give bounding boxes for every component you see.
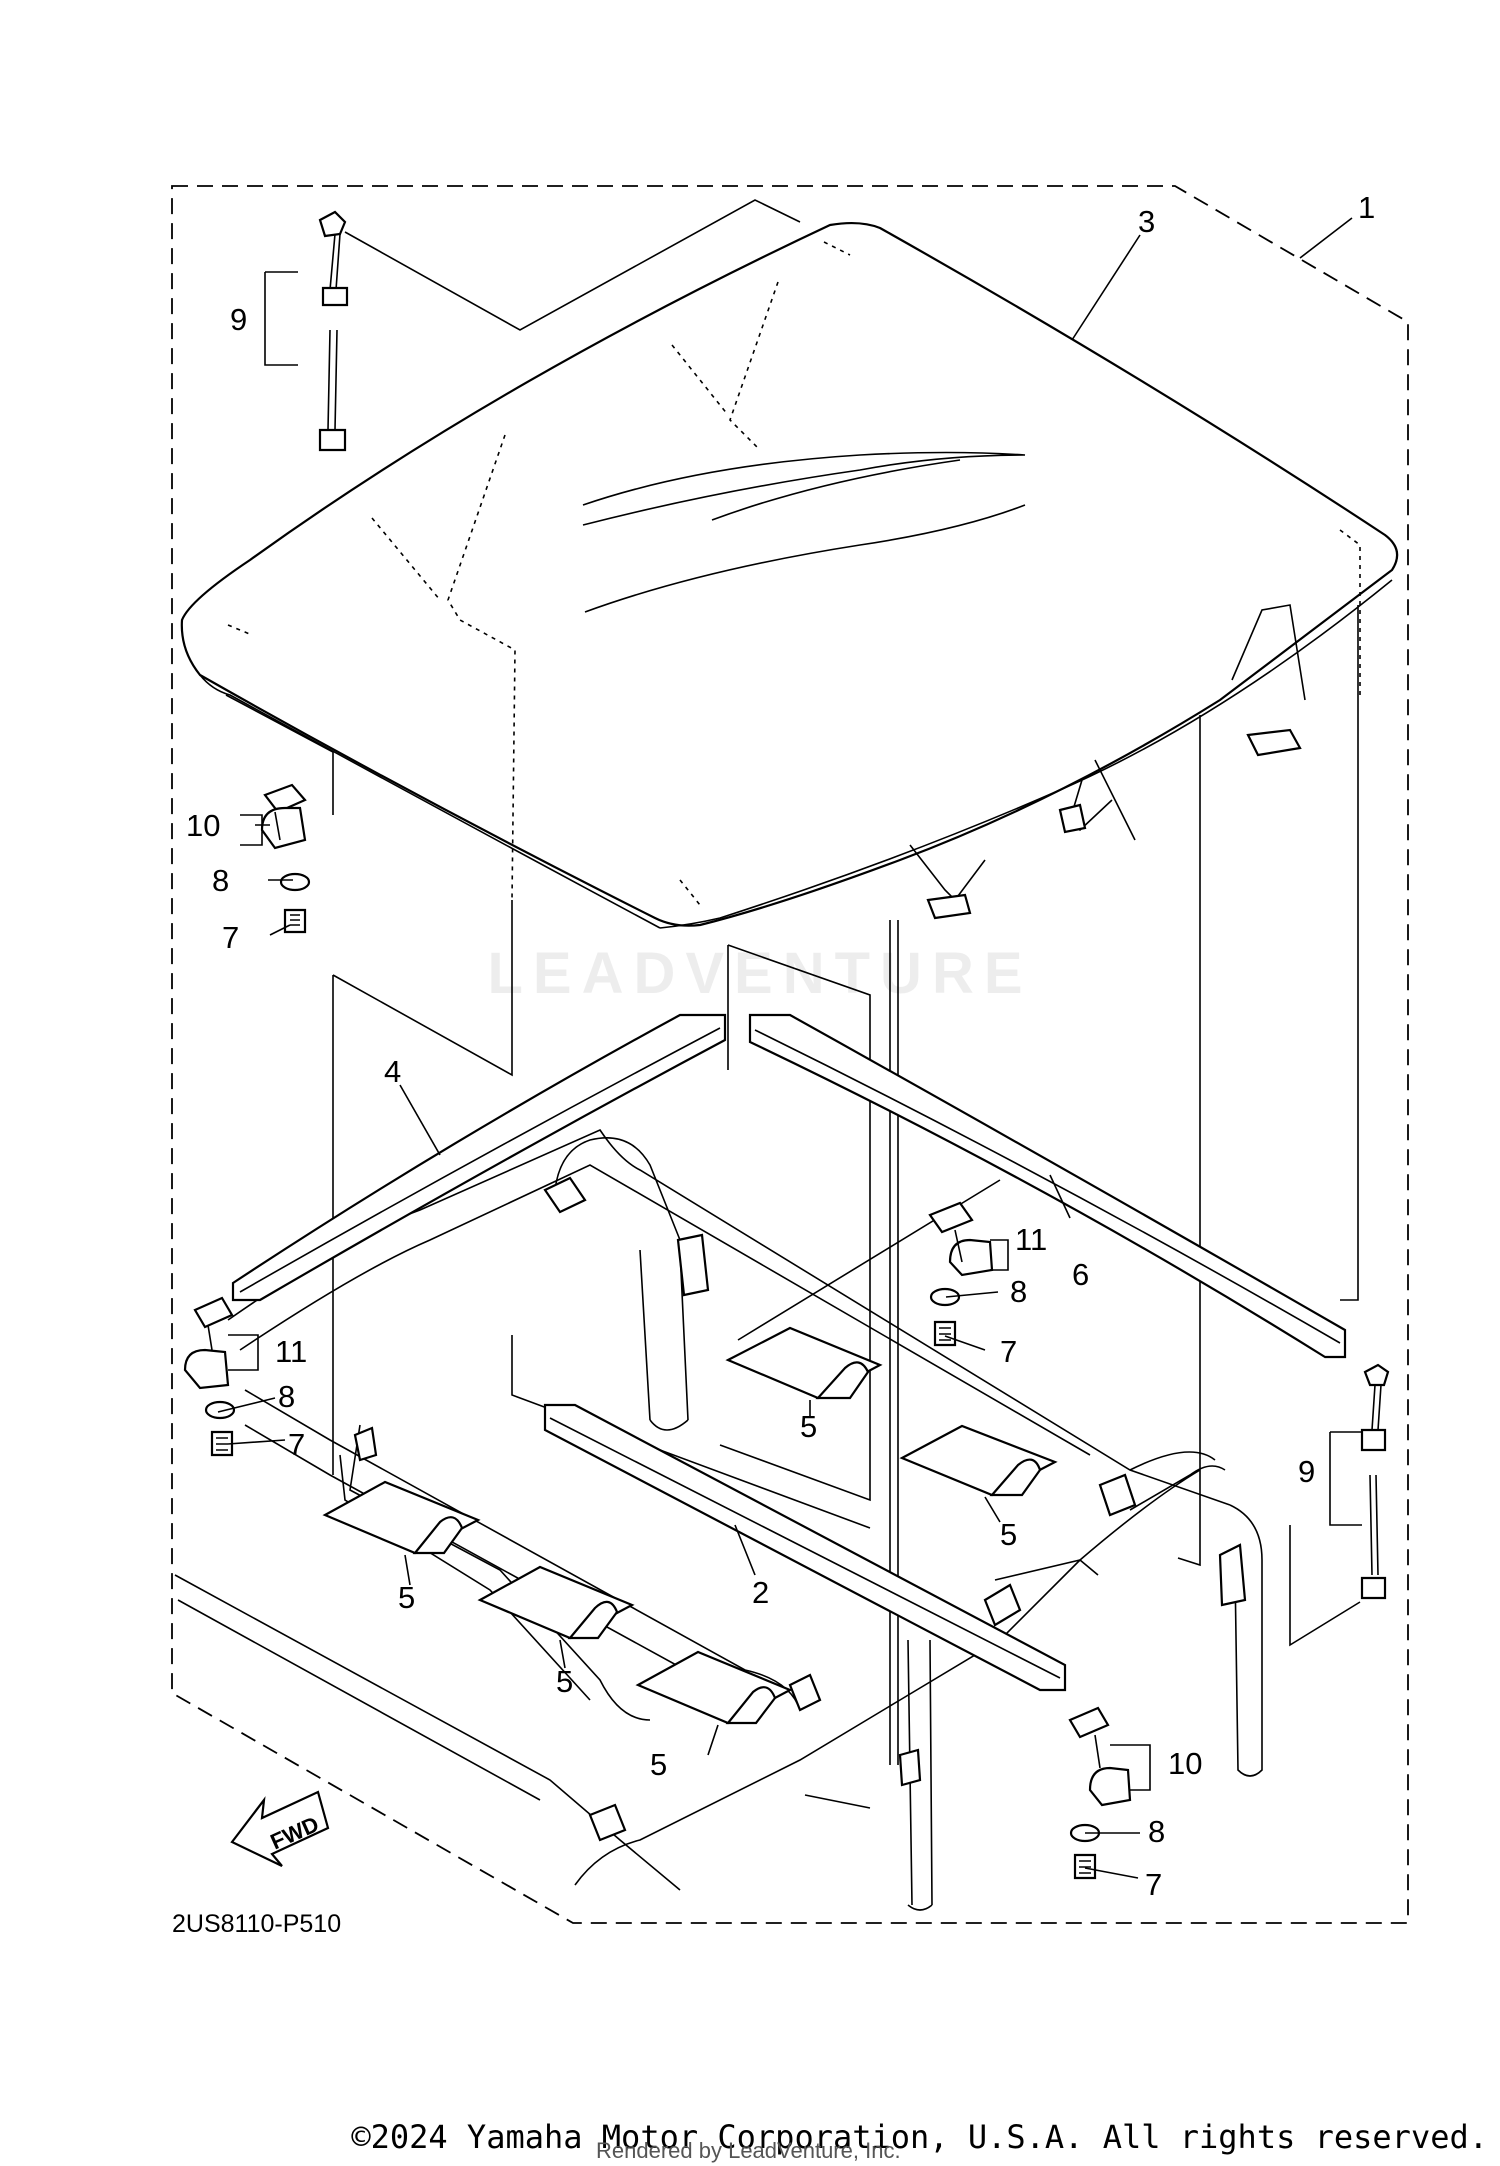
- callout-5-left-3: 5: [650, 1747, 667, 1782]
- clamp-upper-left: [240, 783, 311, 934]
- strap-upper-left: [264, 210, 349, 452]
- rail-part-2: [543, 1403, 1067, 1692]
- callout-5-center-right: 5: [1000, 1517, 1017, 1552]
- diagram-code: 2US8110-P510: [172, 1910, 341, 1938]
- reference-lines: [225, 199, 1361, 1809]
- clamp-left: [183, 1296, 259, 1457]
- roof-panel: [180, 221, 1399, 929]
- callout-9-right: 9: [1298, 1454, 1315, 1489]
- callout-8-lower: 8: [1148, 1814, 1165, 1849]
- callout-5-left-1: 5: [398, 1580, 415, 1615]
- callout-1: 1: [1358, 190, 1375, 225]
- pad-center-top: [725, 1326, 883, 1400]
- fwd-arrow-icon: [230, 1790, 330, 1867]
- callout-9-upper: 9: [230, 302, 247, 337]
- callout-5-center-top: 5: [800, 1409, 817, 1444]
- assembly-boundary: [171, 185, 1409, 1924]
- callout-10-lower: 10: [1168, 1746, 1202, 1781]
- callout-8-center: 8: [1010, 1274, 1027, 1309]
- clamp-center: [928, 1201, 1009, 1347]
- rail-part-4: [231, 1013, 727, 1302]
- callout-7-upper: 7: [222, 920, 239, 955]
- rail-part-6: [748, 1013, 1347, 1359]
- rendered-by-credit: Rendered by LeadVenture, Inc.: [596, 2138, 901, 2163]
- callout-8-left: 8: [278, 1379, 295, 1414]
- callout-4: 4: [384, 1054, 401, 1089]
- callout-3: 3: [1138, 204, 1155, 239]
- pad-center-right: [899, 1424, 1058, 1497]
- callout-11-center: 11: [1015, 1222, 1047, 1257]
- pad-left-3: [635, 1650, 793, 1725]
- pad-left-2: [477, 1565, 635, 1640]
- callout-2: 2: [752, 1575, 769, 1610]
- callout-10-upper: 10: [186, 808, 220, 843]
- callout-11-left: 11: [275, 1334, 307, 1369]
- callout-leaders: [217, 217, 1353, 1879]
- callout-7-center: 7: [1000, 1334, 1017, 1369]
- watermark: LEADVENTURE: [487, 941, 1033, 1006]
- clamp-lower-right: [1068, 1706, 1151, 1880]
- callout-8-upper: 8: [212, 863, 229, 898]
- callout-7-lower: 7: [1145, 1867, 1162, 1902]
- roll-cage-frame: [174, 1128, 1263, 1911]
- callout-6: 6: [1072, 1257, 1089, 1292]
- pad-left-1: [322, 1480, 481, 1555]
- callout-5-left-2: 5: [556, 1664, 573, 1699]
- copyright-notice: ©2024 Yamaha Motor Corporation, U.S.A. A…: [351, 2118, 1488, 2156]
- strap-right: [1329, 1363, 1390, 1600]
- callout-7-left: 7: [288, 1427, 305, 1462]
